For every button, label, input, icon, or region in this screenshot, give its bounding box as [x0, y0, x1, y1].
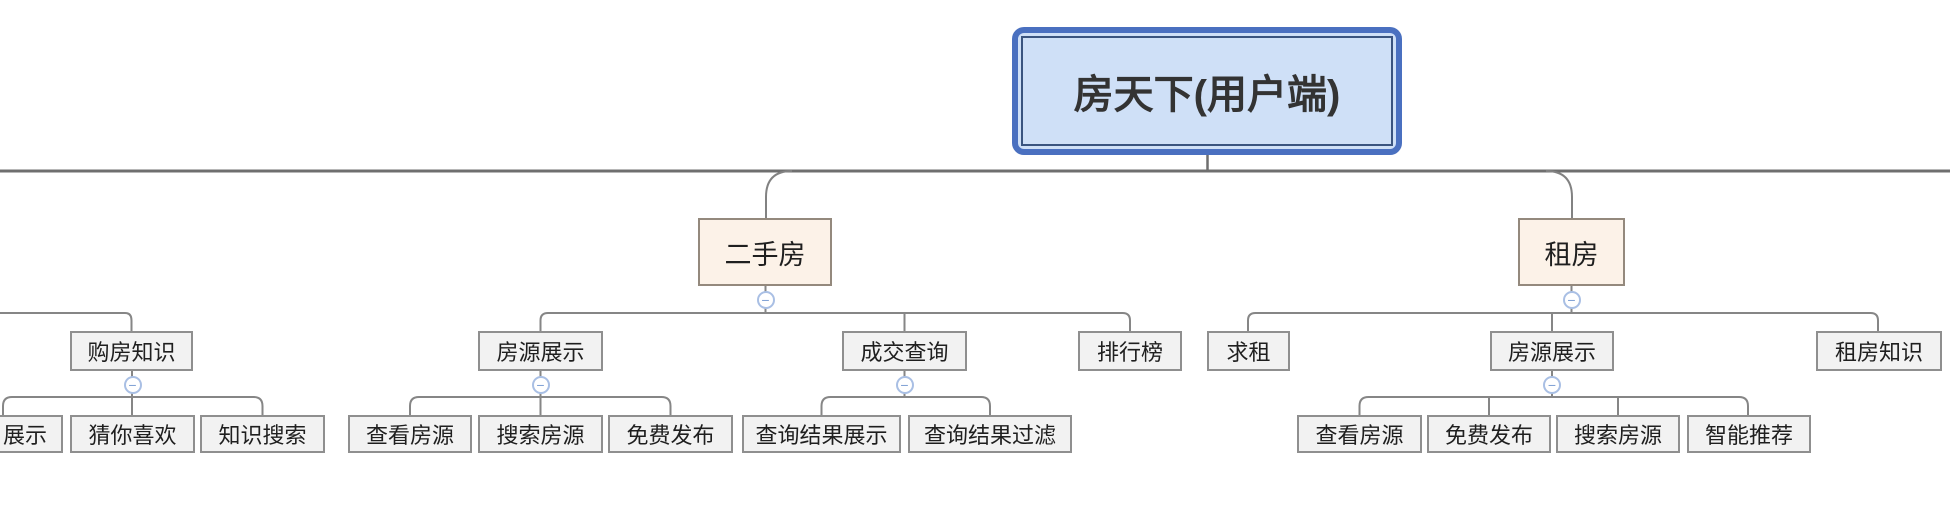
- node-search-listing-2[interactable]: 搜索房源: [1556, 415, 1680, 453]
- node-query-result-display[interactable]: 查询结果展示: [742, 415, 901, 453]
- collapse-button-listing-1[interactable]: −: [531, 376, 550, 394]
- node-listing-display-1[interactable]: 房源展示: [478, 331, 603, 371]
- node-rental[interactable]: 租房: [1518, 218, 1625, 286]
- node-second-hand-house[interactable]: 二手房: [698, 218, 832, 286]
- node-root-label: 房天下(用户端): [1021, 36, 1393, 146]
- node-ranking[interactable]: 排行榜: [1078, 331, 1182, 371]
- branch-stub-lines: [764, 286, 1573, 313]
- subbranch-stub-lines: [131, 371, 1553, 397]
- collapse-button-second-hand[interactable]: −: [756, 291, 775, 309]
- listing1-children-rail-line: [409, 396, 672, 415]
- node-smart-recommend[interactable]: 智能推荐: [1687, 415, 1811, 453]
- node-guess-you-like[interactable]: 猜你喜欢: [70, 415, 195, 453]
- node-view-listing-2[interactable]: 查看房源: [1297, 415, 1422, 453]
- node-root[interactable]: 房天下(用户端): [1012, 27, 1402, 155]
- drop-rental-line: [1545, 170, 1573, 218]
- node-purchase-knowledge[interactable]: 购房知识: [70, 331, 193, 371]
- node-free-publish-1[interactable]: 免费发布: [608, 415, 733, 453]
- listing2-children-rail-line: [1358, 396, 1749, 415]
- node-listing-display-2[interactable]: 房源展示: [1490, 331, 1614, 371]
- collapse-button-deal-query[interactable]: −: [895, 376, 914, 394]
- purchase-knowledge-children-rail-line: [2, 396, 264, 415]
- node-seek-rent[interactable]: 求租: [1207, 331, 1290, 371]
- clipped-branch-rail-line: [0, 312, 133, 331]
- node-display-clipped[interactable]: 展示: [0, 415, 63, 453]
- node-deal-query[interactable]: 成交查询: [842, 331, 967, 371]
- node-view-listing-1[interactable]: 查看房源: [348, 415, 472, 453]
- collapse-button-listing-2[interactable]: −: [1543, 376, 1561, 394]
- second-hand-children-rail-line: [539, 312, 1131, 331]
- rental-children-rail-line: [1247, 312, 1879, 331]
- collapse-button-purchase-knowledge[interactable]: −: [123, 376, 142, 394]
- node-free-publish-2[interactable]: 免费发布: [1427, 415, 1551, 453]
- node-rental-knowledge[interactable]: 租房知识: [1816, 331, 1942, 371]
- node-query-result-filter[interactable]: 查询结果过滤: [908, 415, 1072, 453]
- node-knowledge-search[interactable]: 知识搜索: [200, 415, 325, 453]
- drop-second-hand-line: [765, 170, 793, 218]
- deal-query-children-rail-line: [820, 396, 991, 415]
- node-search-listing-1[interactable]: 搜索房源: [478, 415, 603, 453]
- collapse-button-rental[interactable]: −: [1562, 291, 1581, 309]
